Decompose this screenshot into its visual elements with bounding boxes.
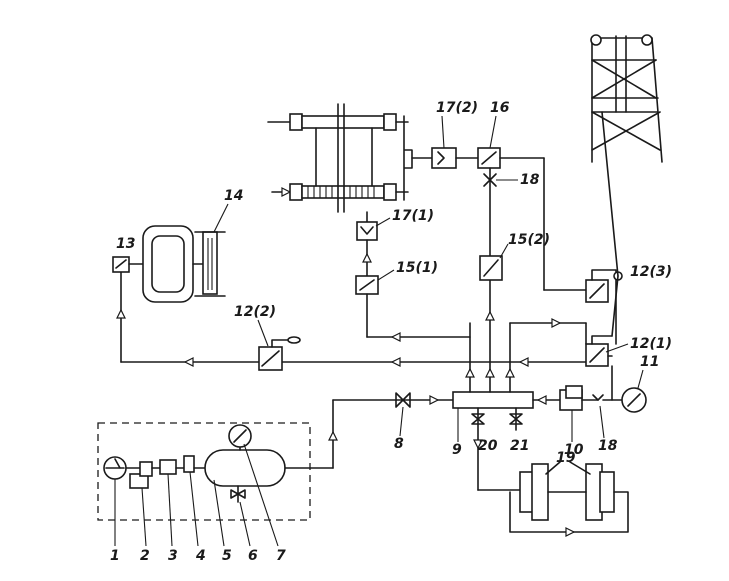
brake-14 (202, 231, 218, 295)
label-12-1: 12(1) (630, 336, 672, 352)
lower-branches (471, 407, 629, 537)
label-11: 11 (640, 354, 659, 370)
label-16: 16 (490, 100, 510, 116)
return-line-left (116, 271, 591, 367)
label-17-2: 17(2) (436, 100, 478, 116)
label-5: 5 (222, 548, 232, 564)
main-supply-line (332, 391, 534, 409)
drain-valve (230, 489, 246, 499)
top-control-line (431, 147, 587, 291)
left-control-branch (355, 211, 471, 342)
filter-separator (129, 473, 149, 489)
label-15-2: 15(2) (508, 232, 550, 248)
manifold-outlets (465, 279, 515, 393)
label-7: 7 (276, 548, 286, 564)
pressure-regulator (159, 459, 177, 475)
compressor-enclosure (97, 422, 311, 521)
label-9: 9 (452, 442, 462, 458)
valve-21 (509, 413, 523, 425)
right-valve-stack (509, 269, 623, 367)
air-manifold (452, 391, 534, 409)
derrick-tower (590, 34, 663, 337)
label-19: 19 (556, 450, 576, 466)
label-21: 21 (510, 438, 529, 454)
shutoff-valve (395, 392, 411, 408)
label-12-3: 12(3) (630, 264, 672, 280)
label-20: 20 (478, 438, 498, 454)
label-13: 13 (116, 236, 135, 252)
drawworks-unit (112, 225, 226, 303)
label-15-1: 15(1) (396, 260, 438, 276)
compressor-unit (97, 399, 338, 521)
check-valve (183, 455, 195, 473)
label-4: 4 (195, 548, 206, 564)
label-2: 2 (140, 548, 150, 564)
valve-20 (471, 413, 485, 425)
labels: 1 2 3 4 5 6 7 8 9 10 11 12(1) 12(2) 12(3… (110, 100, 672, 564)
label-8: 8 (394, 436, 404, 452)
valve-15-2-branch (479, 255, 503, 321)
label-6: 6 (248, 548, 258, 564)
lower-right-instruments (532, 365, 647, 413)
valve-12-2 (258, 336, 301, 371)
label-12-2: 12(2) (234, 304, 276, 320)
label-3: 3 (168, 548, 178, 564)
label-17-1: 17(1) (392, 208, 434, 224)
label-18-bottom: 18 (598, 438, 618, 454)
air-receiver-tank (204, 449, 286, 487)
rotary-drum-assembly (267, 103, 433, 213)
quick-release-17-1 (356, 221, 378, 241)
label-14: 14 (224, 188, 243, 204)
label-1: 1 (110, 548, 120, 564)
label-18-top: 18 (520, 172, 540, 188)
label-10: 10 (564, 442, 584, 458)
